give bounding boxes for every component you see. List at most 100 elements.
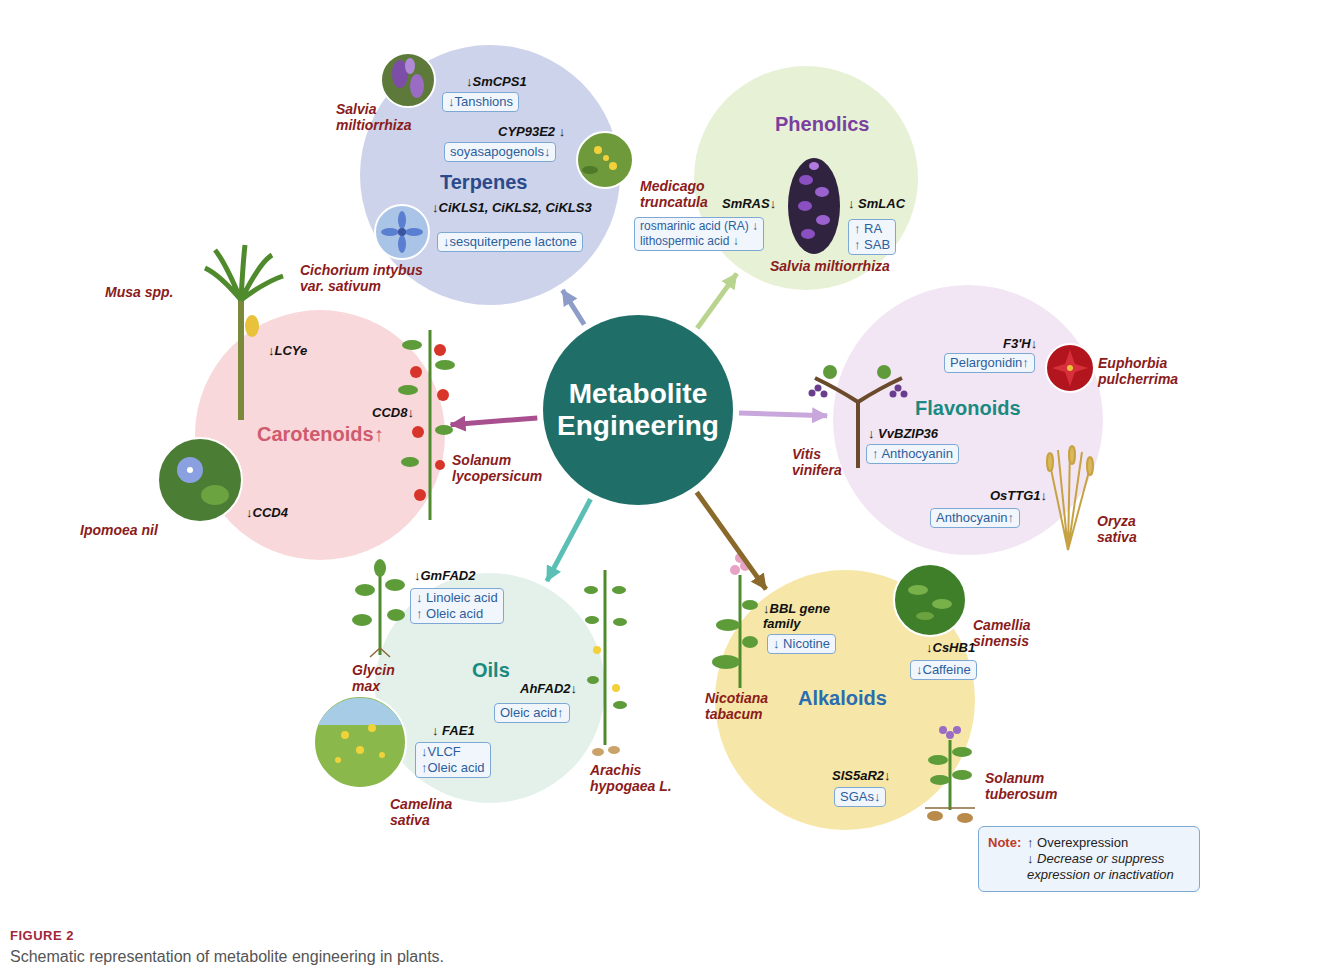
species-label: Glycin max [352, 662, 404, 694]
category-title: Oils [472, 658, 510, 682]
species-label: Salvia miltiorrhiza [770, 258, 890, 274]
tobacco-drawing [712, 553, 758, 688]
gene-label: ↓ FAE1 [432, 723, 475, 738]
legend-entry: ↓ Decrease or suppress expression or ina… [1027, 851, 1189, 883]
result-box: ↓Tanshions [442, 92, 519, 112]
banana-drawing [205, 245, 283, 420]
euphorbia-photo [1046, 344, 1094, 392]
category-circle: Phenolicsrosmarinic acid (RA) ↓lithosper… [694, 66, 918, 290]
species-label: Vitis vinifera [792, 446, 852, 478]
salvia-spike-photo [788, 158, 840, 254]
species-label: Cichorium intybus var. sativum [300, 262, 430, 294]
result-box: ↓ Nicotine [767, 634, 836, 654]
peanut-drawing [584, 570, 627, 756]
gene-label: SlS5aR2↓ [832, 768, 891, 783]
soybean-drawing [352, 559, 405, 657]
gene-label: CCD8↓ [372, 405, 414, 420]
box-text: Oleic acid↑ [500, 705, 564, 721]
ipomoea-photo [158, 438, 242, 522]
figure-caption: Schematic representation of metabolite e… [10, 948, 444, 966]
result-box: soyasapogenols↓ [444, 142, 556, 162]
flow-arrow [563, 290, 585, 324]
result-box: Anthocyanin↑ [930, 508, 1020, 528]
flow-arrow [697, 274, 737, 329]
salvia-photo [381, 53, 435, 107]
gene-label: F3'H↓ [1003, 336, 1037, 351]
species-label: Salvia miltiorrhiza [336, 101, 424, 133]
box-text: soyasapogenols↓ [450, 144, 550, 160]
category-circle: Carotenoids↑ [195, 310, 445, 560]
gene-label: SmRAS↓ [722, 196, 776, 211]
result-box: ↑ Anthocyanin [866, 444, 959, 464]
gene-label: ↓GmFAD2 [414, 568, 475, 583]
gene-label: ↓ VvBZIP36 [868, 426, 938, 441]
box-text: ↓ Linoleic acid [416, 590, 498, 606]
hub-circle: Metabolite Engineering [543, 315, 733, 505]
gene-label: ↓LCYe [268, 343, 307, 358]
species-label: Oryza sativa [1097, 513, 1149, 545]
box-text: ↑ SAB [854, 237, 890, 253]
species-label: Medicago truncatula [640, 178, 720, 210]
box-text: ↑Oleic acid [421, 760, 485, 776]
result-box: SGAs↓ [834, 787, 886, 807]
figure-number: FIGURE 2 [10, 928, 74, 943]
result-box: ↑ RA↑ SAB [848, 219, 896, 255]
category-fill [694, 66, 918, 290]
gene-label: ↓CiKLS1, CiKLS2, CiKLS3 [432, 200, 592, 215]
box-text: ↓sesquiterpene lactone [443, 234, 577, 250]
result-box: Pelargonidin↑ [944, 353, 1035, 373]
potato-drawing [925, 726, 975, 823]
gene-label: CYP93E2 ↓ [498, 124, 565, 139]
box-text: ↑ Anthocyanin [872, 446, 953, 462]
species-label: Euphorbia pulcherrima [1098, 355, 1198, 387]
species-label: Camellia sinensis [973, 617, 1048, 649]
gene-label: ↓ SmLAC [848, 196, 905, 211]
rice-drawing [1047, 446, 1093, 550]
cichorium-photo [375, 205, 429, 259]
box-text: rosmarinic acid (RA) ↓ [640, 219, 758, 234]
result-box: ↓VLCF↑Oleic acid [415, 742, 491, 778]
category-fill [833, 285, 1103, 555]
gene-label: OsTTG1↓ [990, 488, 1047, 503]
species-label: Arachis hypogaea L. [590, 762, 682, 794]
result-box: ↓ Linoleic acid↑ Oleic acid [410, 588, 504, 624]
hub-title: Metabolite Engineering [550, 378, 726, 442]
box-text: ↑ RA [854, 221, 890, 237]
species-label: Nicotiana tabacum [705, 690, 780, 722]
box-text: Anthocyanin↑ [936, 510, 1014, 526]
box-text: lithospermic acid ↓ [640, 234, 758, 249]
gene-label: ↓BBL gene family [763, 601, 851, 631]
camelina-photo [314, 696, 406, 788]
category-title: Carotenoids↑ [257, 422, 384, 446]
result-box: ↓Caffeine [910, 660, 977, 680]
flow-arrow [739, 413, 827, 416]
flow-arrow [697, 492, 766, 589]
category-fill [195, 310, 445, 560]
circle-fills [195, 45, 1103, 830]
result-box: Oleic acid↑ [494, 703, 570, 723]
flow-arrow [547, 499, 591, 581]
category-title: Alkaloids [798, 686, 887, 710]
hub-fill [543, 315, 733, 505]
box-text: ↓Caffeine [916, 662, 971, 678]
species-label: Camelina sativa [390, 796, 462, 828]
box-text: ↓Tanshions [448, 94, 513, 110]
gene-label: AhFAD2↓ [520, 681, 577, 696]
box-text: ↑ Oleic acid [416, 606, 498, 622]
tea-photo [894, 564, 966, 636]
medicago-photo [577, 132, 633, 188]
flow-arrow [451, 418, 538, 425]
category-title: Terpenes [440, 170, 527, 194]
category-title: Flavonoids [915, 396, 1021, 420]
species-label: Solanum lycopersicum [452, 452, 558, 484]
box-text: ↓VLCF [421, 744, 485, 760]
result-box: ↓sesquiterpene lactone [437, 232, 583, 252]
category-circle: Flavonoids Pelargonidin↑ ↑ AnthocyaninAnth… [833, 285, 1103, 555]
species-label: Musa spp. [105, 284, 173, 300]
tomato-drawing [398, 330, 455, 520]
species-label: Solanum tuberosum [985, 770, 1065, 802]
gene-label: ↓CCD4 [246, 505, 288, 520]
category-title: Phenolics [775, 112, 869, 136]
result-box: rosmarinic acid (RA) ↓lithospermic acid … [634, 217, 764, 251]
